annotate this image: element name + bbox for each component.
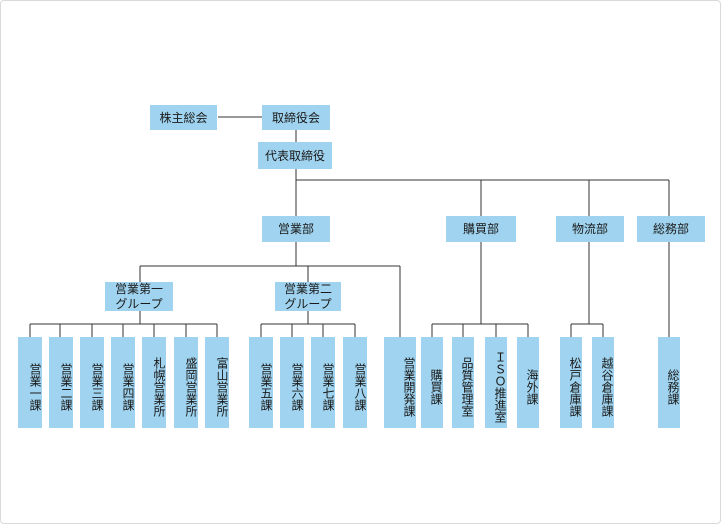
node-matsudo-warehouse: 松戸倉庫課 (560, 337, 582, 428)
node-sales-section-5: 営業五課 (249, 337, 273, 428)
node-logistics-dept: 物流部 (556, 216, 624, 242)
node-morioka-office: 盛岡営業所 (174, 337, 198, 428)
node-sales-section-2: 営業二課 (49, 337, 73, 428)
node-board: 取締役会 (262, 105, 330, 130)
node-general-affairs-section: 総務課 (658, 337, 680, 428)
node-iso-office: ＩＳＯ推進室 (485, 337, 507, 428)
node-general-affairs-dept: 総務部 (637, 216, 705, 242)
node-sales-section-8: 営業八課 (343, 337, 367, 428)
node-sales-section-4: 営業四課 (111, 337, 135, 428)
node-sales-section-6: 営業六課 (280, 337, 304, 428)
node-toyama-office: 富山営業所 (205, 337, 229, 428)
node-purchasing-dept: 購買部 (446, 216, 516, 242)
node-overseas-section: 海外課 (517, 337, 539, 428)
node-shareholders: 株主総会 (150, 105, 217, 130)
node-sales-development: 営業開発課 (384, 337, 416, 428)
node-sales-group-2: 営業第二 グループ (275, 282, 341, 311)
node-quality-control-office: 品質管理室 (452, 337, 474, 428)
node-sales-dept: 営業部 (262, 216, 330, 242)
node-purchasing-section: 購買課 (421, 337, 443, 428)
node-sapporo-office: 札幌営業所 (142, 337, 166, 428)
node-sales-section-7: 営業七課 (311, 337, 335, 428)
node-ceo: 代表取締役 (258, 142, 332, 169)
node-sales-section-1: 営業一課 (18, 337, 42, 428)
node-koshigaya-warehouse: 越谷倉庫課 (592, 337, 614, 428)
node-sales-section-3: 営業三課 (80, 337, 104, 428)
node-sales-group-1: 営業第一 グループ (105, 282, 173, 311)
